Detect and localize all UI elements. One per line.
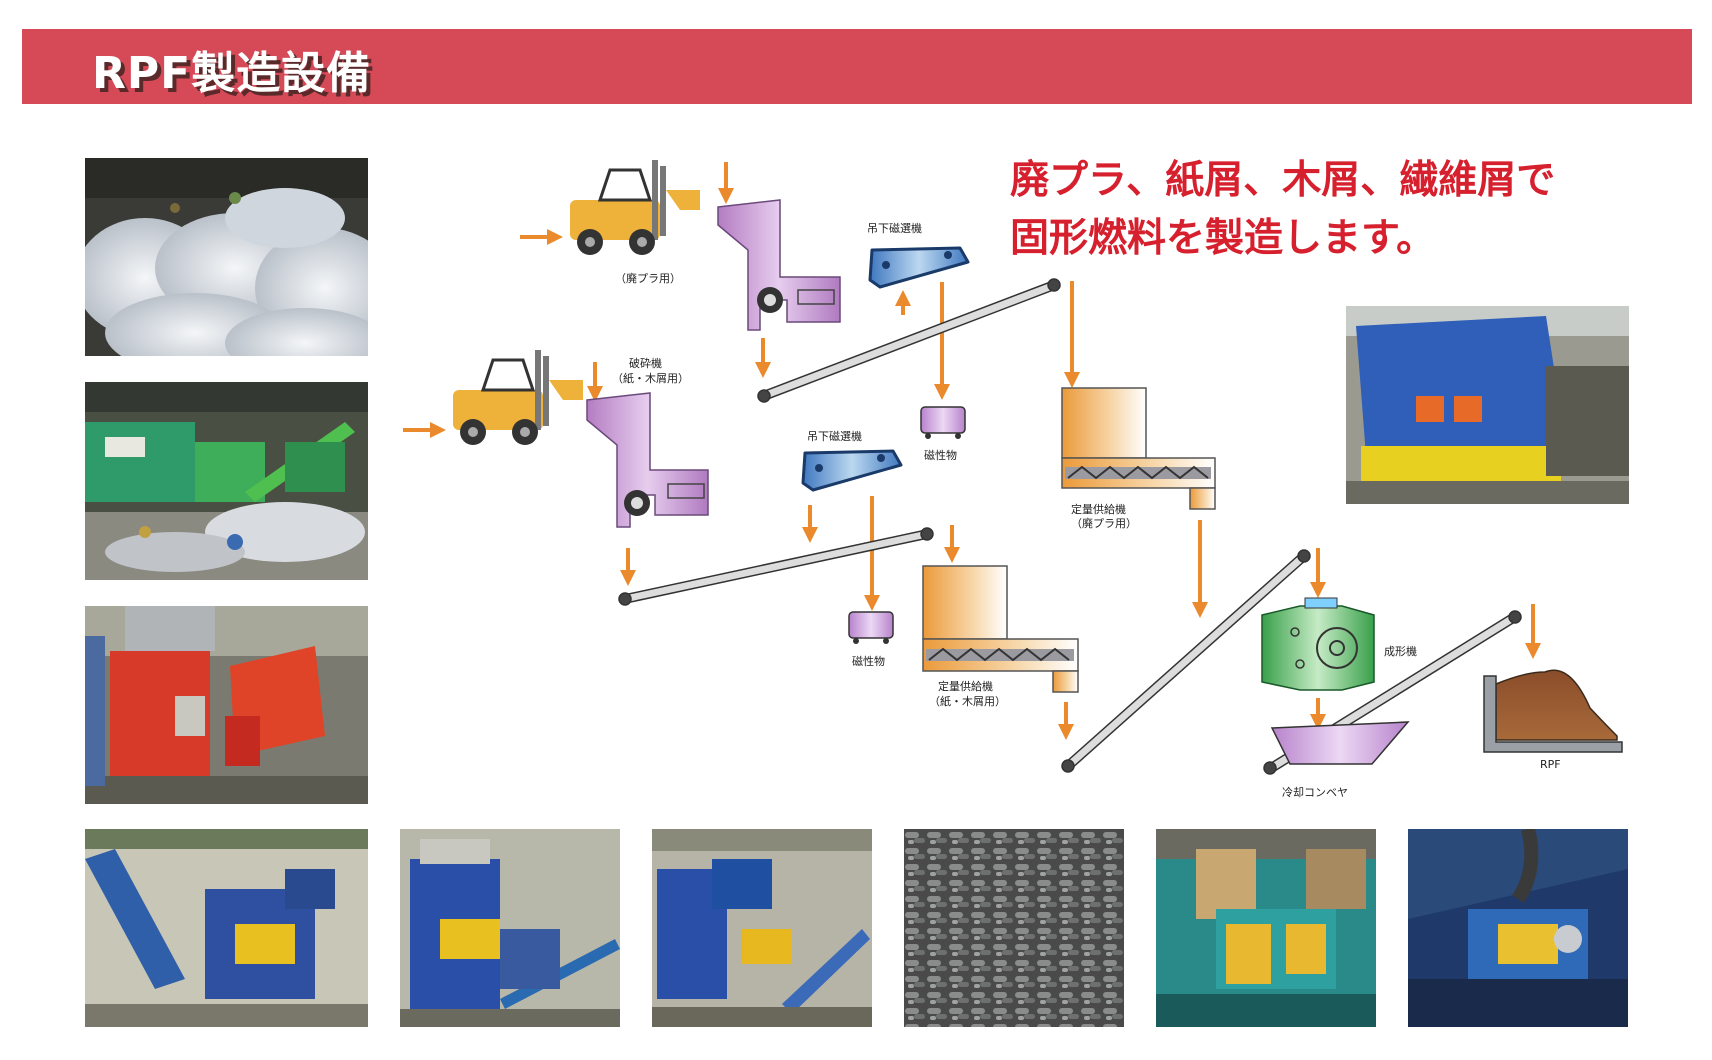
- forklift-top-icon: [570, 160, 700, 255]
- headline-line-2: 固形燃料を製造します。: [1010, 216, 1436, 261]
- magnetic-bin-top-icon: [920, 406, 966, 439]
- crusher-plant-photo: [85, 606, 368, 804]
- label-magnetic-bottom: 磁性物: [852, 654, 885, 668]
- magnetic-separator-top-icon: [868, 246, 970, 289]
- plastic-waste-photo: [85, 158, 368, 356]
- crusher-bottom-icon: [586, 392, 709, 528]
- blue-machine-photo: [400, 829, 620, 1027]
- headline: 廃プラ、紙屑、木屑、繊維屑で 固形燃料を製造します。: [1010, 152, 1690, 268]
- forklift-bottom-icon: [453, 350, 583, 445]
- rpf-pile-icon: [1483, 669, 1623, 753]
- rpf-pellets-photo: [904, 829, 1124, 1027]
- title-banner: RPF製造設備: [22, 29, 1692, 104]
- cooling-conveyor-icon: [1270, 721, 1410, 765]
- label-feeder-paper-1: 定量供給機: [938, 679, 993, 693]
- label-forklift-plastic: （廃プラ用）: [615, 271, 681, 285]
- label-magnetic-top: 磁性物: [924, 448, 957, 462]
- label-crusher-line2: （紙・木屑用）: [612, 371, 689, 385]
- label-rpf: RPF: [1540, 758, 1561, 771]
- feeder-plastic-icon: [1061, 387, 1216, 510]
- conveyor-plant-photo: [85, 829, 368, 1027]
- extruder-photo: [1408, 829, 1628, 1027]
- label-crusher-line1: 破砕機: [629, 356, 662, 370]
- headline-line-1: 廃プラ、紙屑、木屑、繊維屑で: [1010, 158, 1556, 203]
- magnetic-bin-bottom-icon: [848, 611, 894, 644]
- flow-arrows: [403, 162, 1541, 740]
- magnetic-separator-bottom-icon: [801, 449, 903, 492]
- page-title: RPF製造設備: [92, 48, 372, 99]
- feeder-photo: [652, 829, 872, 1027]
- crusher-top-icon: [717, 199, 841, 331]
- molding-machine-icon: [1261, 597, 1375, 691]
- label-magnet-bottom: 吊下磁選機: [807, 429, 862, 443]
- feeder-paper-icon: [922, 565, 1079, 693]
- label-feeder-plastic-1: 定量供給機: [1071, 502, 1126, 516]
- label-magnet-top: 吊下磁選機: [867, 221, 922, 235]
- sorting-line-photo: [85, 382, 368, 580]
- label-molding: 成形機: [1384, 644, 1417, 658]
- molding-machine-photo: [1156, 829, 1376, 1027]
- hopper-photo: [1346, 306, 1629, 504]
- label-feeder-plastic-2: （廃プラ用）: [1071, 516, 1137, 530]
- label-feeder-paper-2: （紙・木屑用）: [929, 694, 1006, 708]
- label-cooling: 冷却コンベヤ: [1282, 786, 1348, 799]
